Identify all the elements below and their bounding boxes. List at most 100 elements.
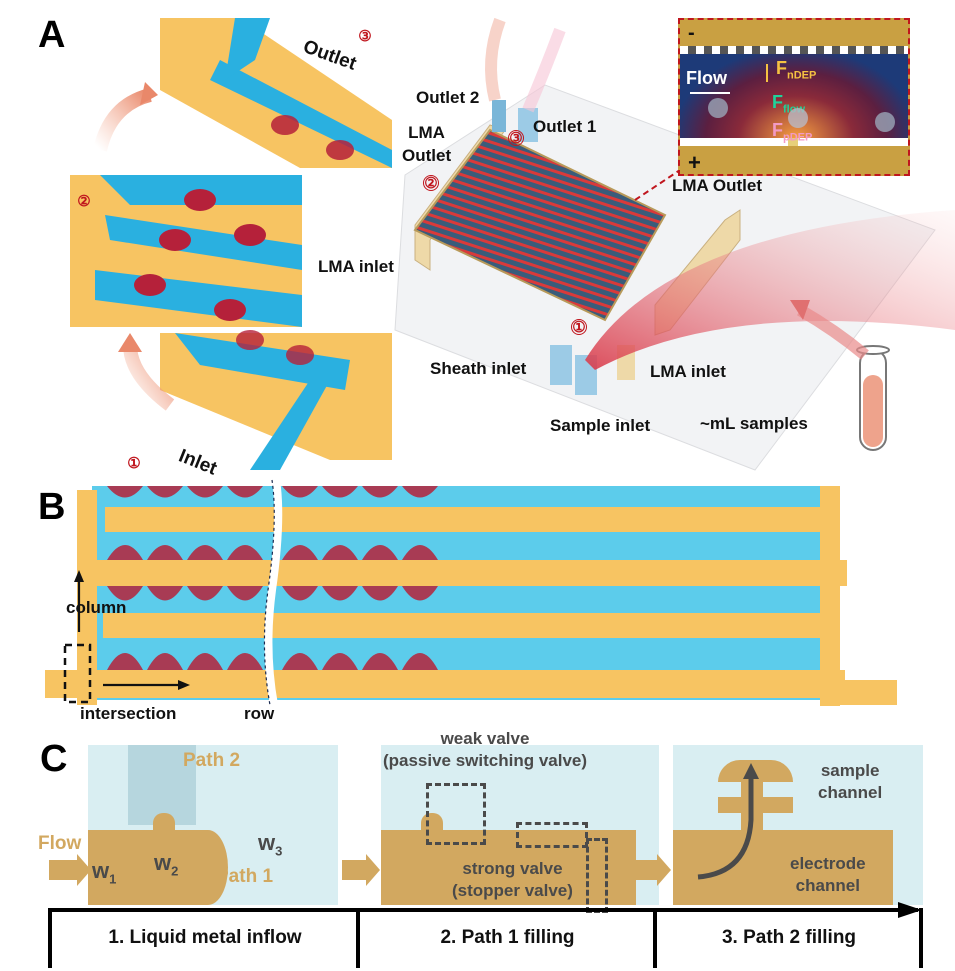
- weak-valve-box: [426, 783, 486, 845]
- electrode-array: [413, 128, 667, 322]
- panel-a-zoom-insets: [70, 18, 392, 470]
- dep-region: [227, 586, 263, 601]
- dep-region: [322, 653, 358, 670]
- marker-two-device: ②: [423, 174, 439, 192]
- samples-label: ~mL samples: [700, 414, 808, 433]
- step1-diagram: [88, 745, 338, 905]
- row-label: row: [244, 704, 275, 723]
- electrode-row: [103, 613, 823, 638]
- timeline-axis: [48, 902, 923, 968]
- dep-region: [402, 586, 438, 601]
- panel-c-letter: C: [40, 738, 68, 780]
- dep-region: [227, 486, 263, 498]
- cell-sphere: [788, 108, 808, 128]
- dep-region: [147, 486, 183, 498]
- sheath-inlet-label: Sheath inlet: [430, 359, 527, 378]
- dep-region: [187, 586, 223, 601]
- cell-sphere: [708, 98, 728, 118]
- column-label: column: [66, 598, 127, 617]
- intersection-box: [63, 643, 92, 704]
- outlet-2-label: Outlet 2: [416, 88, 480, 107]
- dep-region: [227, 653, 263, 670]
- channel-array-diagram: [45, 479, 897, 706]
- flow-label: Flow: [686, 68, 727, 88]
- timeline-step-2: 2. Path 1 filling: [440, 927, 575, 948]
- dep-region: [107, 486, 143, 498]
- dep-region: [147, 653, 183, 670]
- w1-label: w1: [92, 858, 117, 887]
- outlet-1-label: Outlet 1: [533, 117, 597, 136]
- electrode-plus-label: +: [688, 150, 701, 175]
- strong-valve-label: strong valve(stopper valve): [452, 859, 573, 900]
- dep-region: [107, 545, 143, 560]
- timeline-step-3: 3. Path 2 filling: [721, 927, 857, 948]
- marker-one-device: ①: [571, 318, 587, 336]
- cell-sphere: [875, 112, 895, 132]
- step3-diagram: [673, 745, 923, 905]
- electrode-row: [105, 507, 823, 532]
- flow-arrow: [690, 92, 730, 94]
- dep-region: [362, 586, 398, 601]
- strong-valve-box-top: [516, 822, 588, 848]
- f-ndep-arrow: [766, 64, 768, 82]
- dep-region: [282, 545, 318, 560]
- middle-inset: [70, 175, 302, 327]
- test-tube-icon: [856, 345, 890, 451]
- w2-label: w2: [154, 850, 179, 879]
- lma-outlet-right-label: LMA Outlet: [672, 176, 763, 195]
- dep-region: [282, 653, 318, 670]
- dep-region: [107, 653, 143, 670]
- lma-inlet-right-label: LMA inlet: [650, 362, 726, 381]
- marker-three-device: ③: [508, 129, 524, 147]
- step-arrow-1: [342, 860, 366, 880]
- dep-region: [147, 586, 183, 601]
- dep-region: [282, 586, 318, 601]
- inlet-inset: [160, 330, 392, 470]
- electrode-minus-label: -: [688, 22, 695, 44]
- intersection-label: intersection: [80, 704, 177, 723]
- weak-valve-label: weak valve(passive switching valve): [382, 729, 588, 770]
- f-pdep-label: FpDEP: [772, 120, 813, 144]
- timeline-step-1: 1. Liquid metal inflow: [108, 927, 302, 948]
- chip-device: [394, 17, 955, 471]
- panel-a-letter: A: [38, 14, 66, 56]
- marker-three-inset: ③: [358, 27, 372, 45]
- sheath-inlet-port: [550, 345, 572, 385]
- sample-inlet-label: Sample inlet: [550, 416, 651, 435]
- w3-label: w3: [258, 830, 283, 859]
- dep-region: [282, 486, 318, 498]
- panel-b-letter: B: [38, 486, 66, 528]
- dep-force-inset: - + Flow FnDEP Fflow FpDEP: [678, 18, 910, 176]
- dep-region: [147, 545, 183, 560]
- path-2-arrow: [697, 775, 754, 880]
- cell-cluster: [271, 115, 299, 135]
- dep-region: [322, 486, 358, 498]
- dep-region: [107, 586, 143, 601]
- lma-inlet-left-label: LMA inlet: [318, 257, 394, 276]
- dep-region: [402, 486, 438, 498]
- dep-region-group: [107, 486, 438, 670]
- path-2-label: Path 2: [183, 750, 241, 771]
- f-ndep-label: FnDEP: [776, 58, 817, 82]
- sample-stream: [585, 210, 955, 370]
- flow-in-arrow: [49, 860, 77, 880]
- dep-region: [402, 545, 438, 560]
- dep-region: [362, 486, 398, 498]
- dep-region: [227, 545, 263, 560]
- path-1-label: Path 1: [216, 866, 274, 887]
- dep-region: [362, 545, 398, 560]
- marker-two-inset: ②: [77, 192, 91, 210]
- dep-region: [187, 545, 223, 560]
- dep-region: [362, 653, 398, 670]
- step-arrow-2: [633, 860, 657, 880]
- cell-cluster: [326, 140, 354, 160]
- outlet-2-port: [492, 100, 506, 132]
- outlet-inset: [160, 18, 392, 168]
- step1-flow-label: Flow: [38, 833, 82, 854]
- marker-one-inset: ①: [127, 454, 141, 472]
- dep-region: [322, 586, 358, 601]
- step2-diagram: [381, 745, 659, 913]
